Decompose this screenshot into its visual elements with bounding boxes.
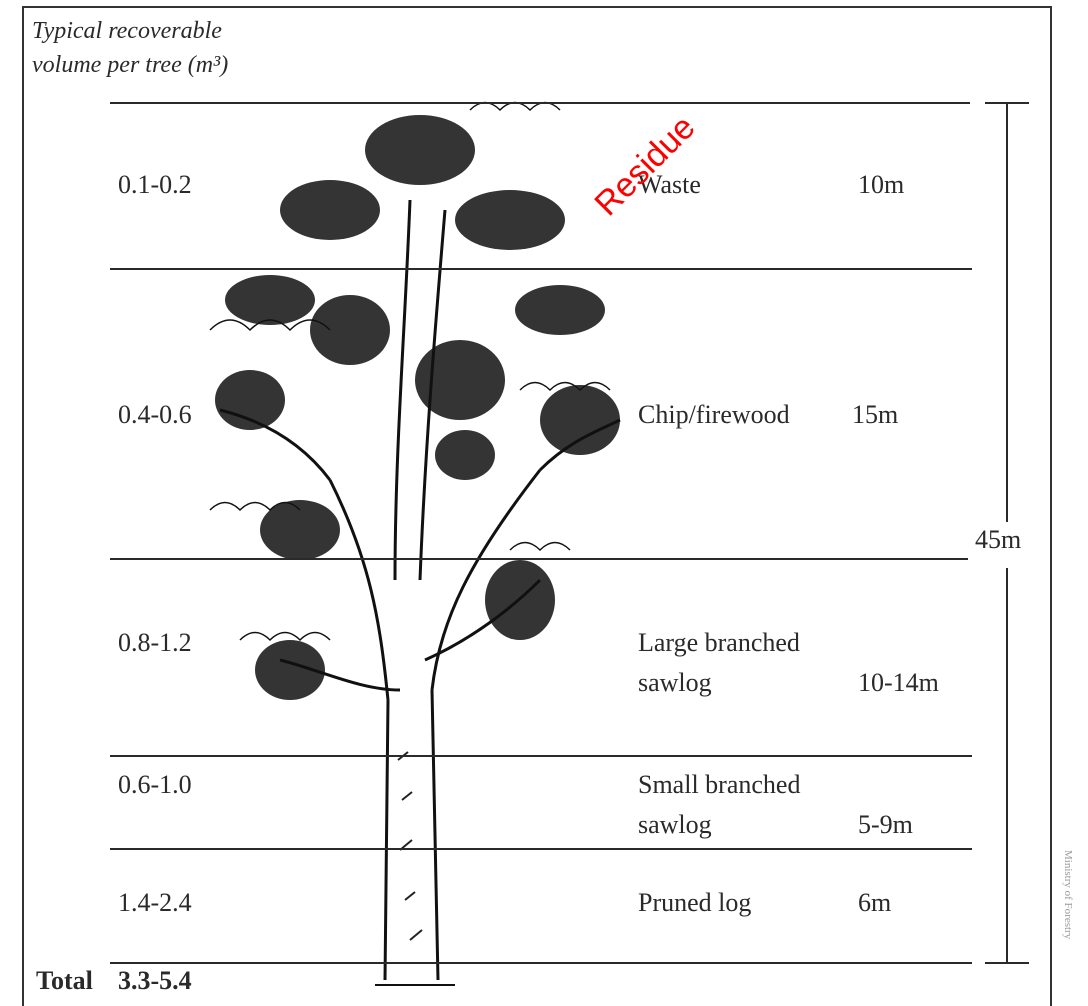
height-dimension-bottom-tick [985,962,1029,964]
volume-pruned-log: 1.4-2.4 [118,888,192,918]
section-line-1 [110,268,972,270]
total-value: 3.3-5.4 [118,966,192,996]
header-line-1: Typical recoverable [32,18,222,45]
height-dimension-line-lower [1006,568,1008,963]
length-chip-firewood: 15m [852,400,898,430]
volume-large-branched-sawlog: 0.8-1.2 [118,628,192,658]
length-small-branched-sawlog: 5-9m [858,810,913,840]
label-small-branched-sawlog: sawlog [638,810,712,840]
total-label: Total [36,966,93,996]
label-pruned-log: Pruned log [638,888,751,918]
volume-small-branched-sawlog: 0.6-1.0 [118,770,192,800]
label-large-branched-sawlog: sawlog [638,668,712,698]
image-credit: Ministry of Forestry [1062,850,1074,939]
volume-chip-firewood: 0.4-0.6 [118,400,192,430]
label-large-branched: Large branched [638,628,800,658]
section-line-bottom [110,962,972,964]
label-small-branched: Small branched [638,770,800,800]
section-line-2 [110,558,968,560]
section-line-4 [110,848,972,850]
tree-height-label: 45m [975,525,1021,555]
header-line-2: volume per tree (m³) [32,52,228,79]
label-chip-firewood: Chip/firewood [638,400,790,430]
length-large-branched-sawlog: 10-14m [858,668,939,698]
volume-waste: 0.1-0.2 [118,170,192,200]
section-line-3 [110,755,972,757]
length-pruned-log: 6m [858,888,891,918]
section-line-top [110,102,970,104]
length-waste: 10m [858,170,904,200]
height-dimension-line-upper [1006,102,1008,522]
